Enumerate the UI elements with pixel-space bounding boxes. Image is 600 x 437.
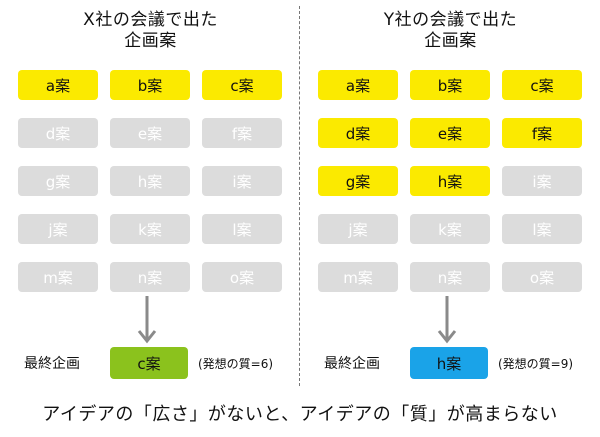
down-arrow-icon — [137, 296, 157, 344]
idea-card: d案 — [18, 118, 98, 148]
idea-card: o案 — [202, 262, 282, 292]
idea-card: m案 — [18, 262, 98, 292]
idea-quality-note: (発想の質=6) — [198, 357, 274, 371]
idea-card: m案 — [318, 262, 398, 292]
idea-card: b案 — [410, 70, 490, 100]
conclusion-caption: アイデアの「広さ」がないと、アイデアの「質」が高まらない — [42, 404, 558, 425]
final-plan-label: 最終企画 — [324, 356, 380, 372]
idea-card: j案 — [18, 214, 98, 244]
final-plan-label: 最終企画 — [24, 356, 80, 372]
idea-card: k案 — [110, 214, 190, 244]
final-plan-row: 最終企画 c案 (発想の質=6) — [8, 347, 293, 379]
down-arrow-icon — [437, 296, 457, 344]
idea-card: n案 — [410, 262, 490, 292]
idea-card: a案 — [318, 70, 398, 100]
idea-card: g案 — [318, 166, 398, 196]
idea-quality-note: (発想の質=9) — [498, 357, 574, 371]
idea-card: c案 — [502, 70, 582, 100]
panel-title: Y社の会議で出た 企画案 — [308, 10, 593, 52]
panel-title-line1: X社の会議で出た — [83, 10, 218, 30]
idea-card: f案 — [202, 118, 282, 148]
idea-card: b案 — [110, 70, 190, 100]
idea-card: f案 — [502, 118, 582, 148]
idea-card: o案 — [502, 262, 582, 292]
idea-card: i案 — [502, 166, 582, 196]
panel-title-line2: 企画案 — [424, 31, 477, 51]
final-plan-row: 最終企画 h案 (発想の質=9) — [308, 347, 593, 379]
idea-card: l案 — [202, 214, 282, 244]
idea-card: k案 — [410, 214, 490, 244]
idea-card: h案 — [410, 166, 490, 196]
idea-card: n案 — [110, 262, 190, 292]
y-company-panel: Y社の会議で出た 企画案 a案 b案 c案 d案 e案 f案 g案 h案 i案 j案 k案 l案 m案 n… — [308, 0, 593, 395]
panel-title: X社の会議で出た 企画案 — [8, 10, 293, 52]
panel-title-line2: 企画案 — [124, 31, 177, 51]
idea-card: a案 — [18, 70, 98, 100]
idea-card: e案 — [110, 118, 190, 148]
idea-card: e案 — [410, 118, 490, 148]
idea-card: i案 — [202, 166, 282, 196]
idea-grid: a案 b案 c案 d案 e案 f案 g案 h案 i案 j案 k案 l案 m案 n案 o案 — [18, 70, 282, 292]
idea-card: c案 — [202, 70, 282, 100]
final-plan-box: c案 — [110, 347, 188, 379]
idea-grid: a案 b案 c案 d案 e案 f案 g案 h案 i案 j案 k案 l案 m案 n案 o案 — [318, 70, 582, 292]
panel-title-line1: Y社の会議で出た — [383, 10, 518, 30]
idea-card: g案 — [18, 166, 98, 196]
idea-card: d案 — [318, 118, 398, 148]
idea-card: j案 — [318, 214, 398, 244]
idea-card: h案 — [110, 166, 190, 196]
x-company-panel: X社の会議で出た 企画案 a案 b案 c案 d案 e案 f案 g案 h案 i案 j案 k案 l案 m案 n… — [8, 0, 293, 395]
idea-card: l案 — [502, 214, 582, 244]
final-plan-box: h案 — [410, 347, 488, 379]
panel-divider — [299, 6, 300, 386]
